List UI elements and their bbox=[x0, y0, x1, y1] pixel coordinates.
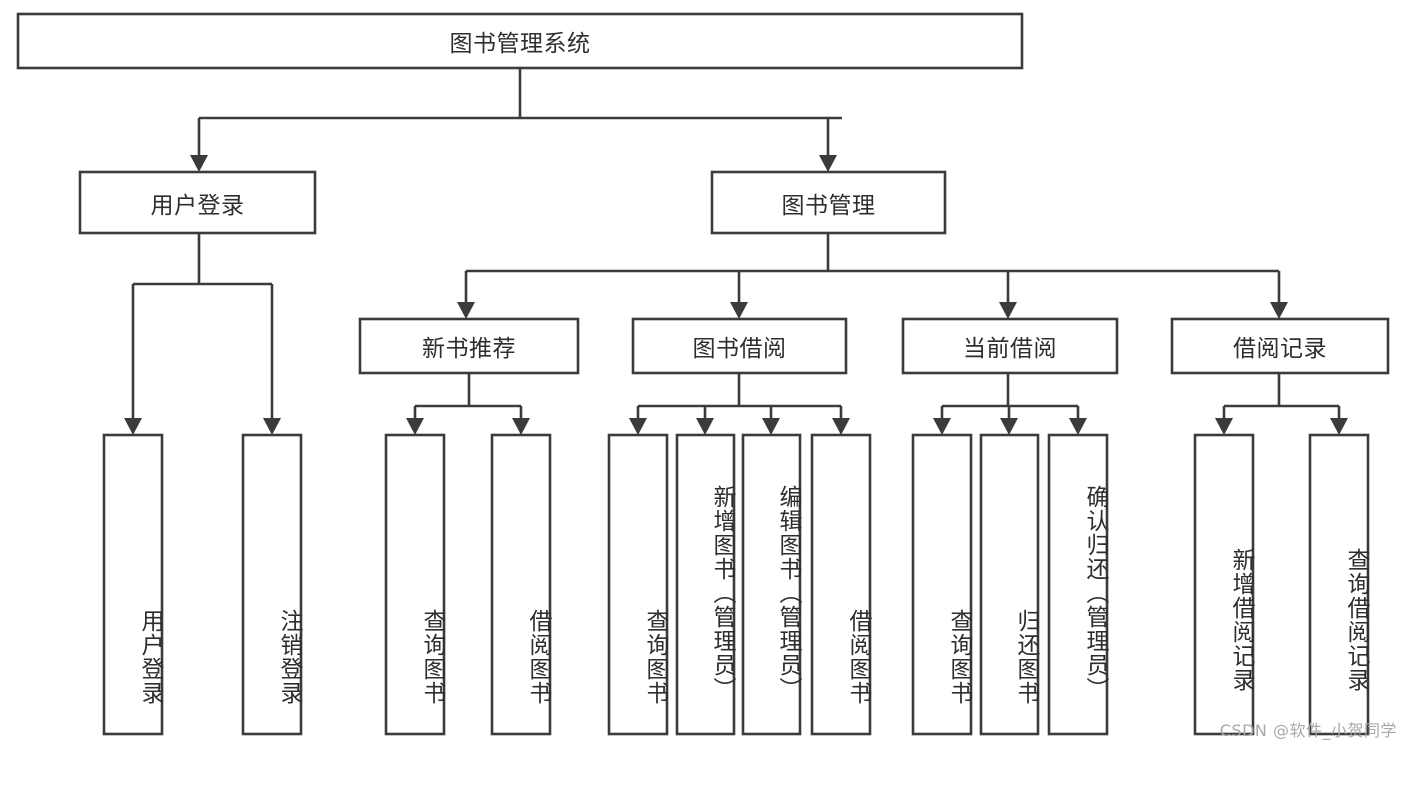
node-box-leaf-query-book-2 bbox=[607, 433, 669, 736]
node-box-leaf-edit-book bbox=[741, 433, 802, 736]
diagram-root: 图书管理系统 用户登录 图书管理 新书推荐 图书借阅 当前借阅 借阅记录 用户登… bbox=[16, 12, 1397, 740]
connector-bookmanagement-to-level3 bbox=[457, 233, 1288, 319]
watermark-text: CSDN @软件_小贺同学 bbox=[1219, 721, 1397, 740]
connector-userlogin-to-leaves bbox=[124, 233, 281, 435]
diagram-canvas bbox=[16, 12, 1390, 736]
node-box-user-login bbox=[78, 170, 317, 235]
node-box-current-borrow bbox=[901, 317, 1119, 375]
node-box-leaf-borrow-book-2 bbox=[810, 433, 872, 736]
node-box-leaf-borrow-book-1 bbox=[490, 433, 552, 736]
node-box-book-management bbox=[710, 170, 947, 235]
node-box-leaf-return-book bbox=[979, 433, 1040, 736]
node-box-leaf-query-book-3 bbox=[911, 433, 973, 736]
connector-newbook-to-leaves bbox=[406, 373, 530, 435]
node-box-leaf-query-record bbox=[1308, 433, 1370, 736]
node-box-leaf-confirm-return bbox=[1047, 433, 1109, 736]
node-box-book-borrow bbox=[631, 317, 848, 375]
node-box-leaf-query-book-1 bbox=[384, 433, 446, 736]
connector-currentborrow-to-leaves bbox=[933, 373, 1087, 435]
node-box-new-book-recommend bbox=[358, 317, 580, 375]
node-box-borrow-record bbox=[1170, 317, 1390, 375]
node-box-leaf-add-book bbox=[675, 433, 736, 736]
node-box-leaf-user-logout bbox=[241, 433, 303, 736]
connector-root-to-level2 bbox=[190, 68, 842, 172]
connector-bookborrow-to-leaves bbox=[629, 373, 850, 435]
connector-borrowrecord-to-leaves bbox=[1215, 373, 1348, 435]
node-box-leaf-user-login bbox=[102, 433, 164, 736]
node-box-leaf-add-record bbox=[1193, 433, 1255, 736]
node-box-root bbox=[16, 12, 1024, 70]
